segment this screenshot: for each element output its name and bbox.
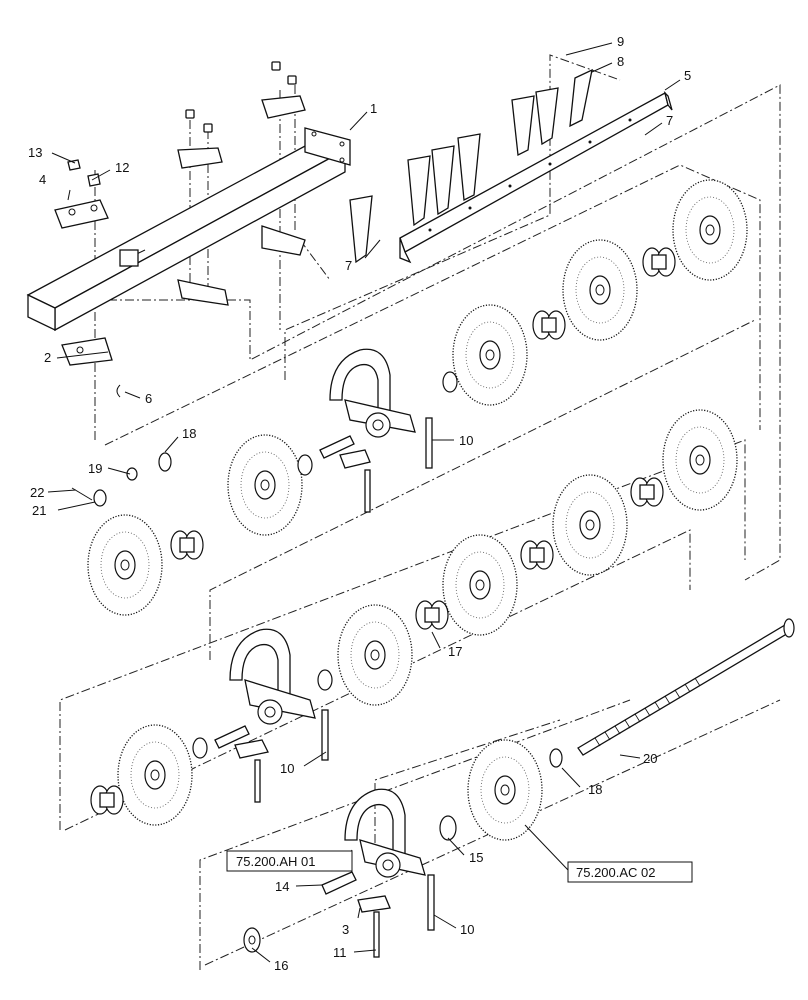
reference-boxes: 75.200.AH 01 75.200.AC 02 [226,850,693,883]
callout-7-upper: 7 [666,113,673,128]
callout-1: 1 [370,101,377,116]
callout-10-lower: 10 [460,922,474,937]
ref-label-ah[interactable]: 75.200.AH 01 [236,854,316,869]
callout-5: 5 [684,68,691,83]
spacer-tubes [214,435,357,895]
bearing-hanger-lower [344,788,426,913]
callout-12: 12 [115,160,129,175]
callout-19: 19 [88,461,102,476]
callout-11: 11 [333,945,347,960]
callout-9: 9 [617,34,624,49]
callout-21: 21 [32,503,46,518]
ref-box-ah[interactable] [226,850,353,872]
mounting-plates [177,95,306,306]
callout-17: 17 [448,644,462,659]
scraper-blades [349,68,593,264]
main-beam [26,127,351,332]
bracket-4 [54,159,109,229]
washers [71,452,563,768]
callout-2: 2 [44,350,51,365]
callout-18-lower: 18 [588,782,602,797]
bolts [254,417,435,958]
callout-15: 15 [469,850,483,865]
callout-10-upper: 10 [459,433,473,448]
callout-20: 20 [643,751,657,766]
callout-18-upper: 18 [182,426,196,441]
callout-7-lower: 7 [345,258,352,273]
bearing-hanger-upper [329,348,416,469]
callout-8: 8 [617,54,624,69]
callout-labels: 1 2 3 4 5 6 7 7 8 9 10 10 10 11 12 13 14… [28,34,691,973]
ref-label-ac[interactable]: 75.200.AC 02 [576,865,656,880]
nuts [185,61,297,133]
callout-14: 14 [275,879,289,894]
callout-10-middle: 10 [280,761,294,776]
callout-4: 4 [39,172,46,187]
spools [90,247,676,953]
bearing-hanger-middle [229,628,316,759]
shaft [577,618,795,756]
callout-16: 16 [274,958,288,973]
callout-22: 22 [30,485,44,500]
callout-13: 13 [28,145,42,160]
ref-box-ac[interactable] [567,861,693,883]
bracket-2 [61,337,121,398]
callout-3: 3 [342,922,349,937]
scraper-bar [399,90,673,264]
disc-blades [87,179,748,841]
leader-lines [47,42,681,963]
callout-6: 6 [145,391,152,406]
